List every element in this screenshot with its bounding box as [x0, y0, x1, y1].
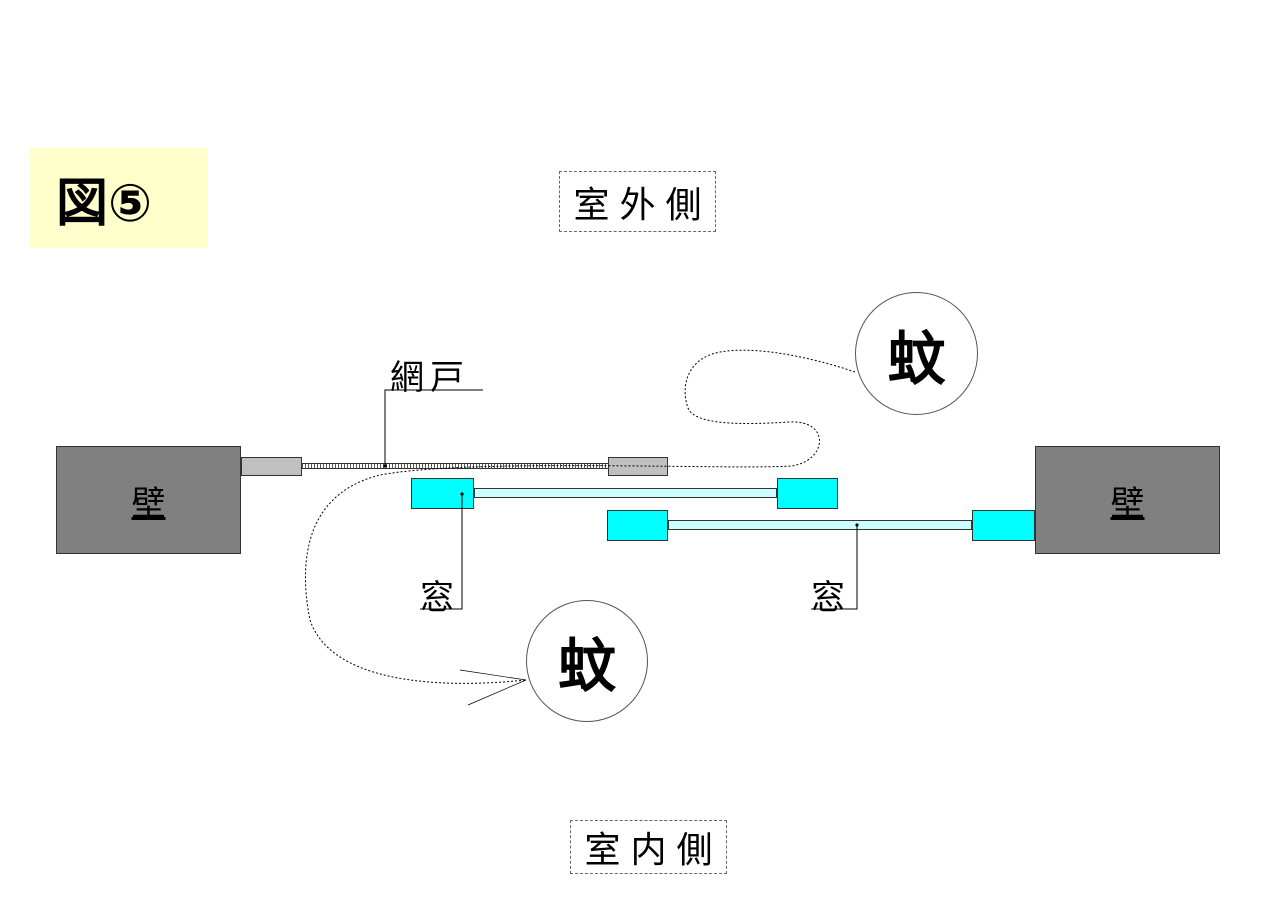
window-left-leader-dot — [460, 492, 464, 496]
wall-left-label: 壁 — [131, 483, 166, 524]
mosquito-inside: 蚊 — [526, 600, 648, 722]
mosquito-outside: 蚊 — [855, 292, 978, 415]
window-right-leader-line — [811, 525, 858, 610]
window-left-glass — [474, 488, 777, 498]
window-left-leader-line — [420, 494, 463, 610]
wall-right: 壁 — [1035, 446, 1220, 554]
mosquito-inside-label: 蚊 — [557, 632, 616, 700]
mosquito-path-arrow-lower — [467, 679, 527, 706]
mosquito-outside-label: 蚊 — [887, 324, 946, 393]
window-right-frame-left — [607, 510, 668, 541]
window-right-label: 窓 — [811, 578, 851, 618]
outdoor-side-label: 室外側 — [559, 171, 716, 232]
window-left-frame-right — [777, 478, 838, 509]
wall-left: 壁 — [56, 446, 241, 554]
screen-door-label: 網戸 — [390, 358, 470, 398]
figure-number-label: 図⑤ — [30, 148, 208, 248]
window-right-glass — [668, 520, 972, 530]
screen-mesh — [302, 463, 608, 469]
wall-right-label: 壁 — [1110, 483, 1145, 524]
mosquito-path-arrow-upper — [459, 669, 527, 681]
screen-leader-dot — [383, 464, 387, 468]
window-right-frame-right — [972, 510, 1035, 541]
window-left-label: 窓 — [420, 578, 460, 618]
indoor-side-label: 室内側 — [570, 820, 727, 874]
screen-frame-left — [241, 457, 302, 476]
window-right-leader-dot — [855, 523, 859, 527]
screen-frame-right — [608, 457, 668, 476]
screen-leader-line — [384, 389, 483, 466]
